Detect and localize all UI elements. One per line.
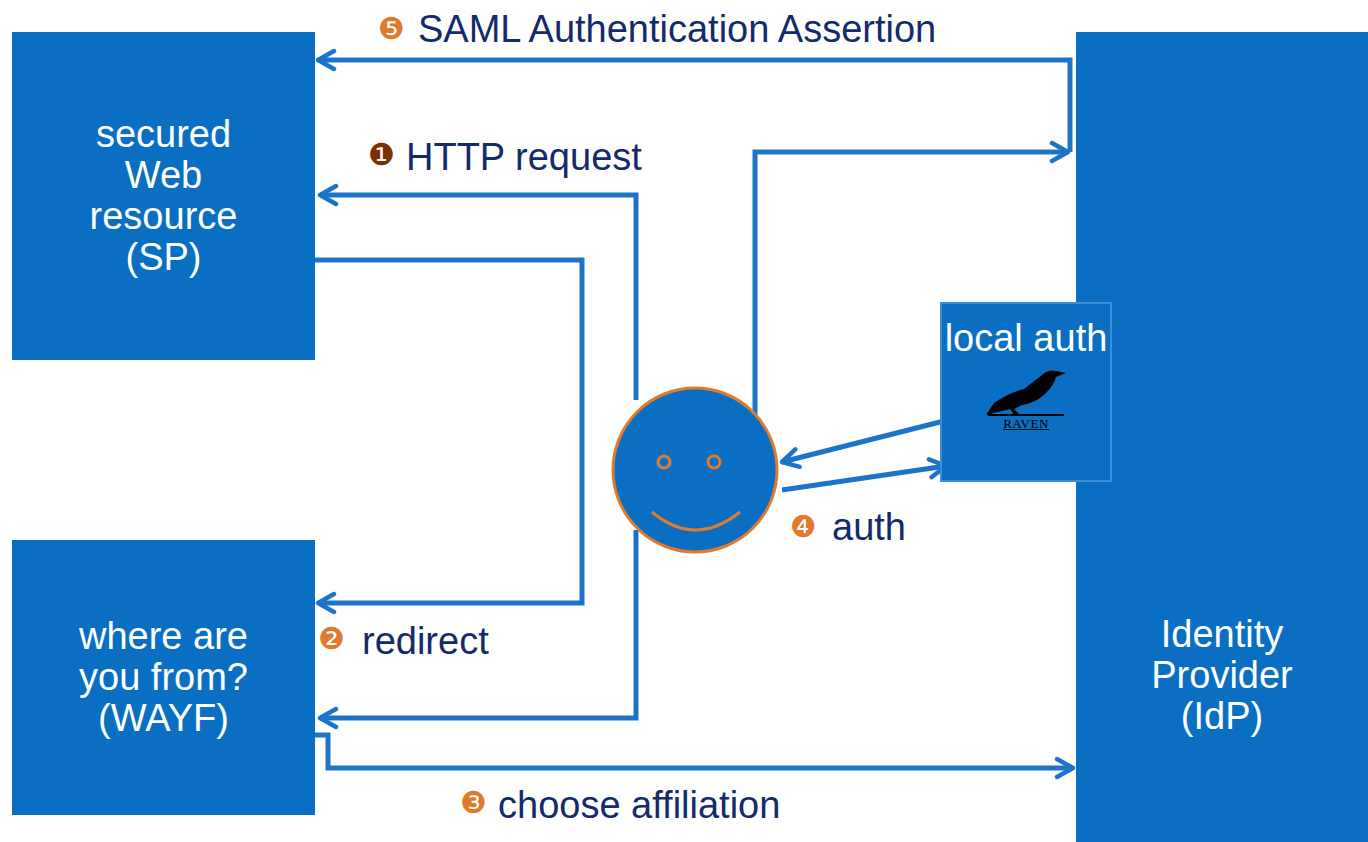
node-text: secured Web resource (SP)	[76, 114, 251, 278]
process-box: Identity Provider (IdP)local authRAVEN	[1076, 32, 1368, 842]
callout-number: ❹	[790, 512, 817, 542]
logo-caption: RAVEN	[1003, 417, 1049, 431]
callout-number: ❸	[460, 788, 487, 818]
edge-label: SAML Authentication Assertion	[418, 10, 936, 48]
node-text: Identity Provider (IdP)	[1135, 614, 1310, 737]
auth-box: local authRAVEN	[940, 302, 1112, 482]
user-smiley	[613, 388, 777, 552]
callout-number: ❶	[368, 140, 395, 170]
flow-label: auth	[832, 508, 906, 546]
auth-return-line	[782, 420, 948, 462]
callout-number: ❺	[378, 14, 405, 44]
auth-send-line	[782, 466, 946, 490]
edge-label: choose affiliation	[498, 786, 780, 824]
process-box: where are you from? (WAYF)	[12, 540, 315, 815]
http-request-line	[320, 195, 636, 400]
node-text: local auth	[945, 318, 1108, 359]
callout-number: ❷	[318, 624, 345, 654]
raven-logo	[984, 365, 1068, 417]
edge-label: redirect	[362, 622, 489, 660]
flow-connector	[315, 735, 1073, 768]
user-wayf-line	[320, 530, 636, 718]
flow-label: HTTP request	[406, 138, 642, 176]
node-text: where are you from? (WAYF)	[61, 616, 266, 739]
process-box: secured Web resource (SP)	[12, 32, 315, 360]
flow-connector	[315, 260, 582, 603]
